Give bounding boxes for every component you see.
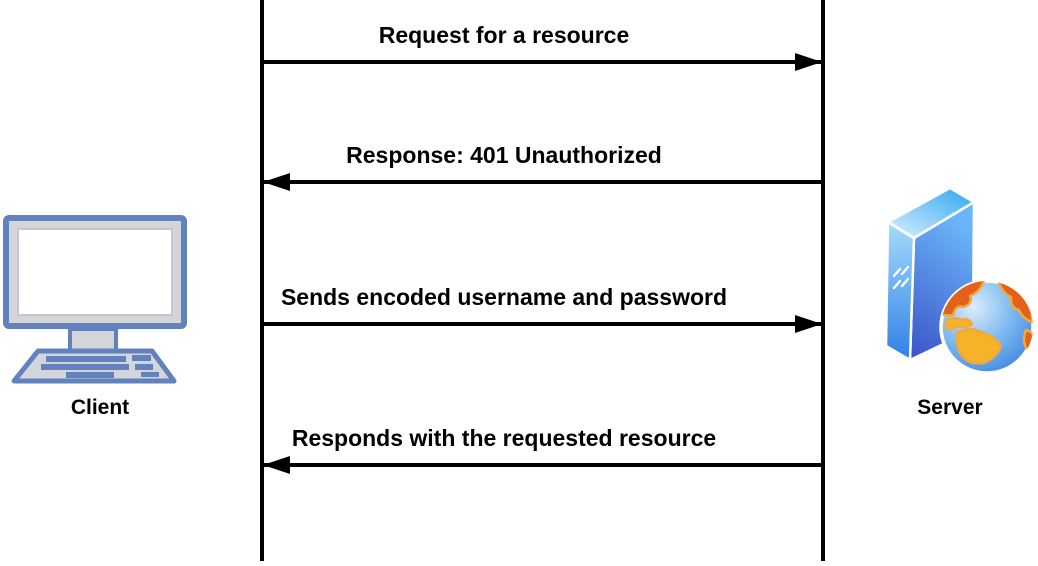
arrow-right-icon: [795, 315, 822, 333]
arrow-line: [264, 463, 821, 467]
message-label: Responds with the requested resource: [291, 425, 717, 451]
client-label: Client: [70, 396, 130, 419]
client-lifeline: [260, 0, 264, 561]
arrow-left-icon: [263, 173, 290, 191]
server-lifeline: [821, 0, 825, 561]
message-label: Sends encoded username and password: [280, 284, 728, 310]
arrow-line: [264, 322, 821, 326]
arrow-right-icon: [795, 53, 822, 71]
arrow-line: [264, 180, 821, 184]
message-label: Response: 401 Unauthorized: [346, 142, 662, 168]
arrow-left-icon: [263, 456, 290, 474]
message-label: Request for a resource: [378, 22, 630, 48]
server-globe-icon: [860, 180, 1038, 385]
arrow-line: [264, 60, 821, 64]
desktop-computer-icon: [0, 200, 200, 395]
server-label: Server: [917, 396, 983, 419]
